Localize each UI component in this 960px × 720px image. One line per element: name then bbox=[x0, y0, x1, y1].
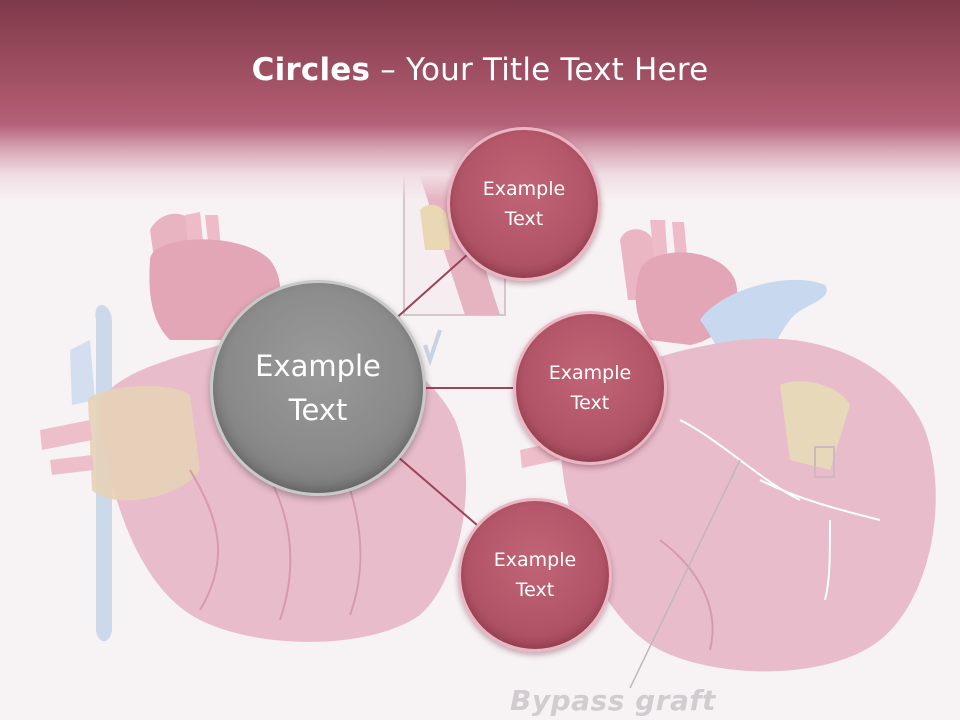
slide-title-bold: Circles bbox=[251, 52, 371, 88]
outer-circle-top-text: Example Text bbox=[482, 178, 566, 230]
illustration-caption: Bypass graft bbox=[510, 684, 716, 717]
outer-circle-top[interactable]: Example Text bbox=[447, 127, 601, 281]
center-circle-text: Example Text bbox=[255, 349, 381, 427]
center-circle[interactable]: Example Text bbox=[210, 280, 426, 496]
slide-title[interactable]: Circles – Your Title Text Here bbox=[0, 52, 960, 88]
slide-title-rest: – Your Title Text Here bbox=[370, 52, 709, 88]
outer-circle-middle[interactable]: Example Text bbox=[513, 311, 667, 465]
outer-circle-middle-text: Example Text bbox=[548, 362, 632, 414]
outer-circle-bottom-text: Example Text bbox=[493, 549, 577, 601]
outer-circle-bottom[interactable]: Example Text bbox=[458, 498, 612, 652]
